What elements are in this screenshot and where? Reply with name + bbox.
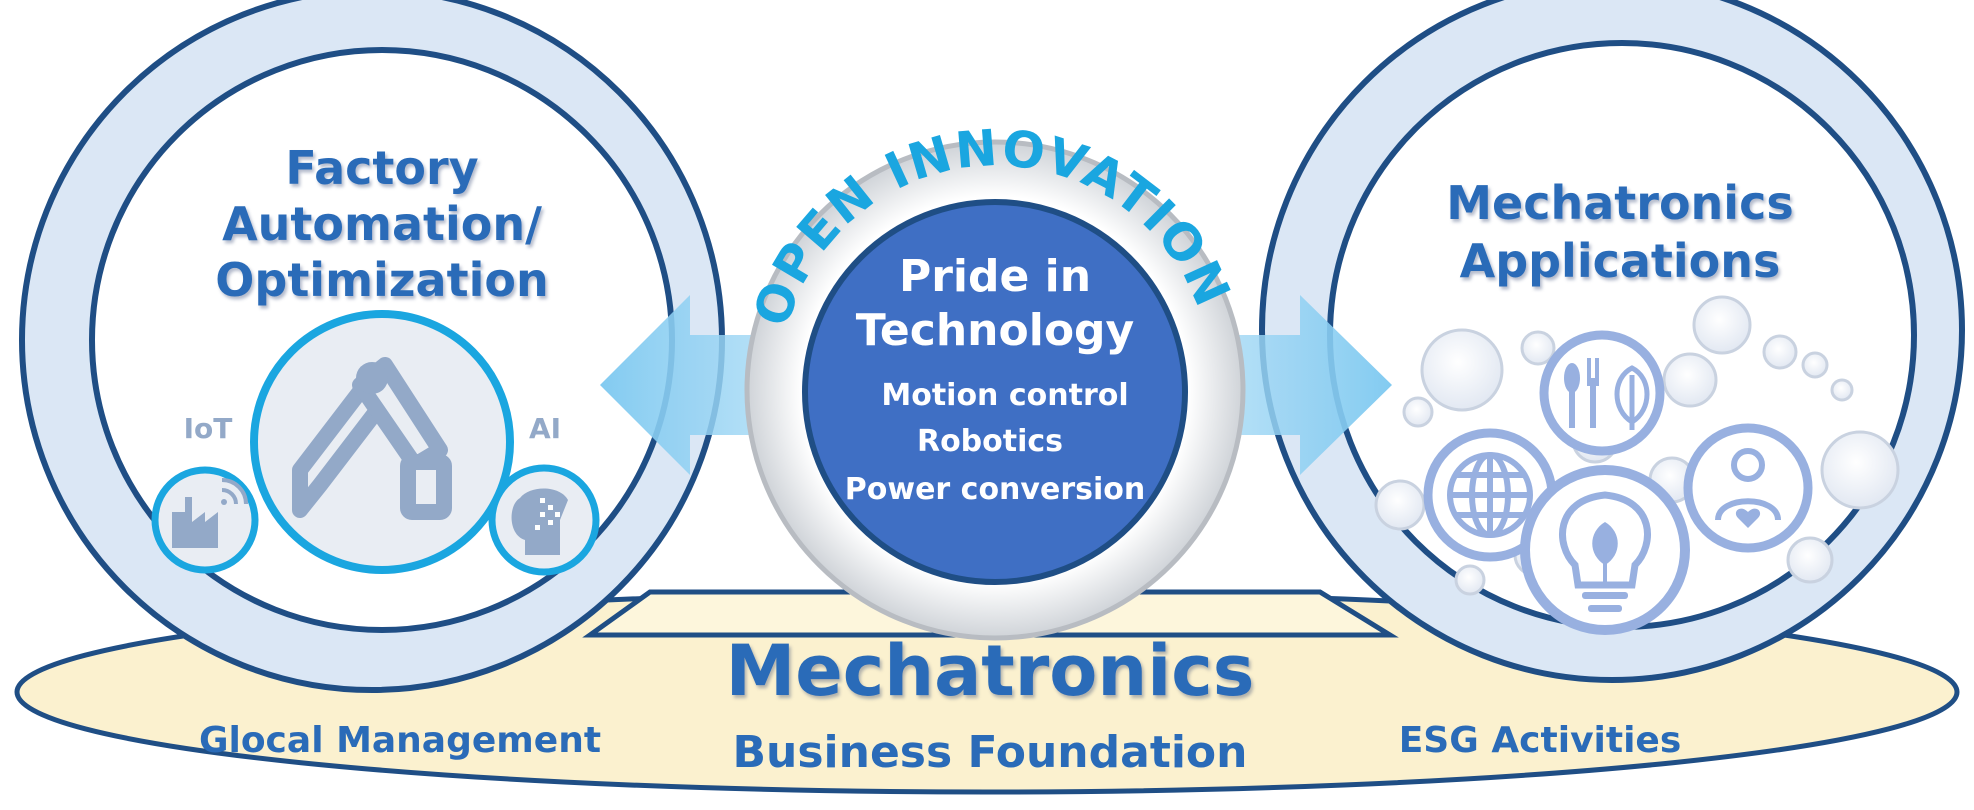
- ai-label: AI: [528, 412, 562, 445]
- person-heart-icon: [1683, 423, 1813, 553]
- fork-leaf-icon: [1539, 330, 1665, 456]
- factory-wifi-icon: [151, 466, 259, 574]
- right-title: Mechatronics Applications: [1395, 174, 1845, 290]
- center-item-power-conversion: Power conversion: [844, 472, 1146, 507]
- left-title-line: Automation/: [222, 197, 542, 251]
- base-left-label: Glocal Management: [198, 720, 602, 761]
- robot-arm-icon: [250, 310, 514, 574]
- ai-head-icon: [488, 464, 600, 576]
- center-item-motion-control: Motion control: [881, 378, 1129, 413]
- right-title-line: Applications: [1459, 234, 1781, 288]
- globe-icon: [1423, 428, 1557, 562]
- lightbulb-leaf-icon: [1520, 465, 1690, 635]
- left-title-line: Factory: [285, 141, 479, 195]
- center-item-robotics: Robotics: [916, 424, 1064, 459]
- base-title: Mechatronics: [725, 630, 1255, 712]
- base-right-label: ESG Activities: [1398, 720, 1682, 761]
- center-circle: [802, 199, 1188, 585]
- iot-label: IoT: [183, 412, 233, 445]
- base-center-label: Business Foundation: [732, 727, 1248, 778]
- left-title-line: Optimization: [215, 253, 549, 307]
- center-title: Pride in Technology: [805, 250, 1185, 358]
- center-title-line: Pride in: [898, 251, 1092, 302]
- left-title: Factory Automation/ Optimization: [182, 140, 582, 308]
- right-title-line: Mechatronics: [1446, 176, 1794, 230]
- center-title-line: Technology: [855, 305, 1135, 356]
